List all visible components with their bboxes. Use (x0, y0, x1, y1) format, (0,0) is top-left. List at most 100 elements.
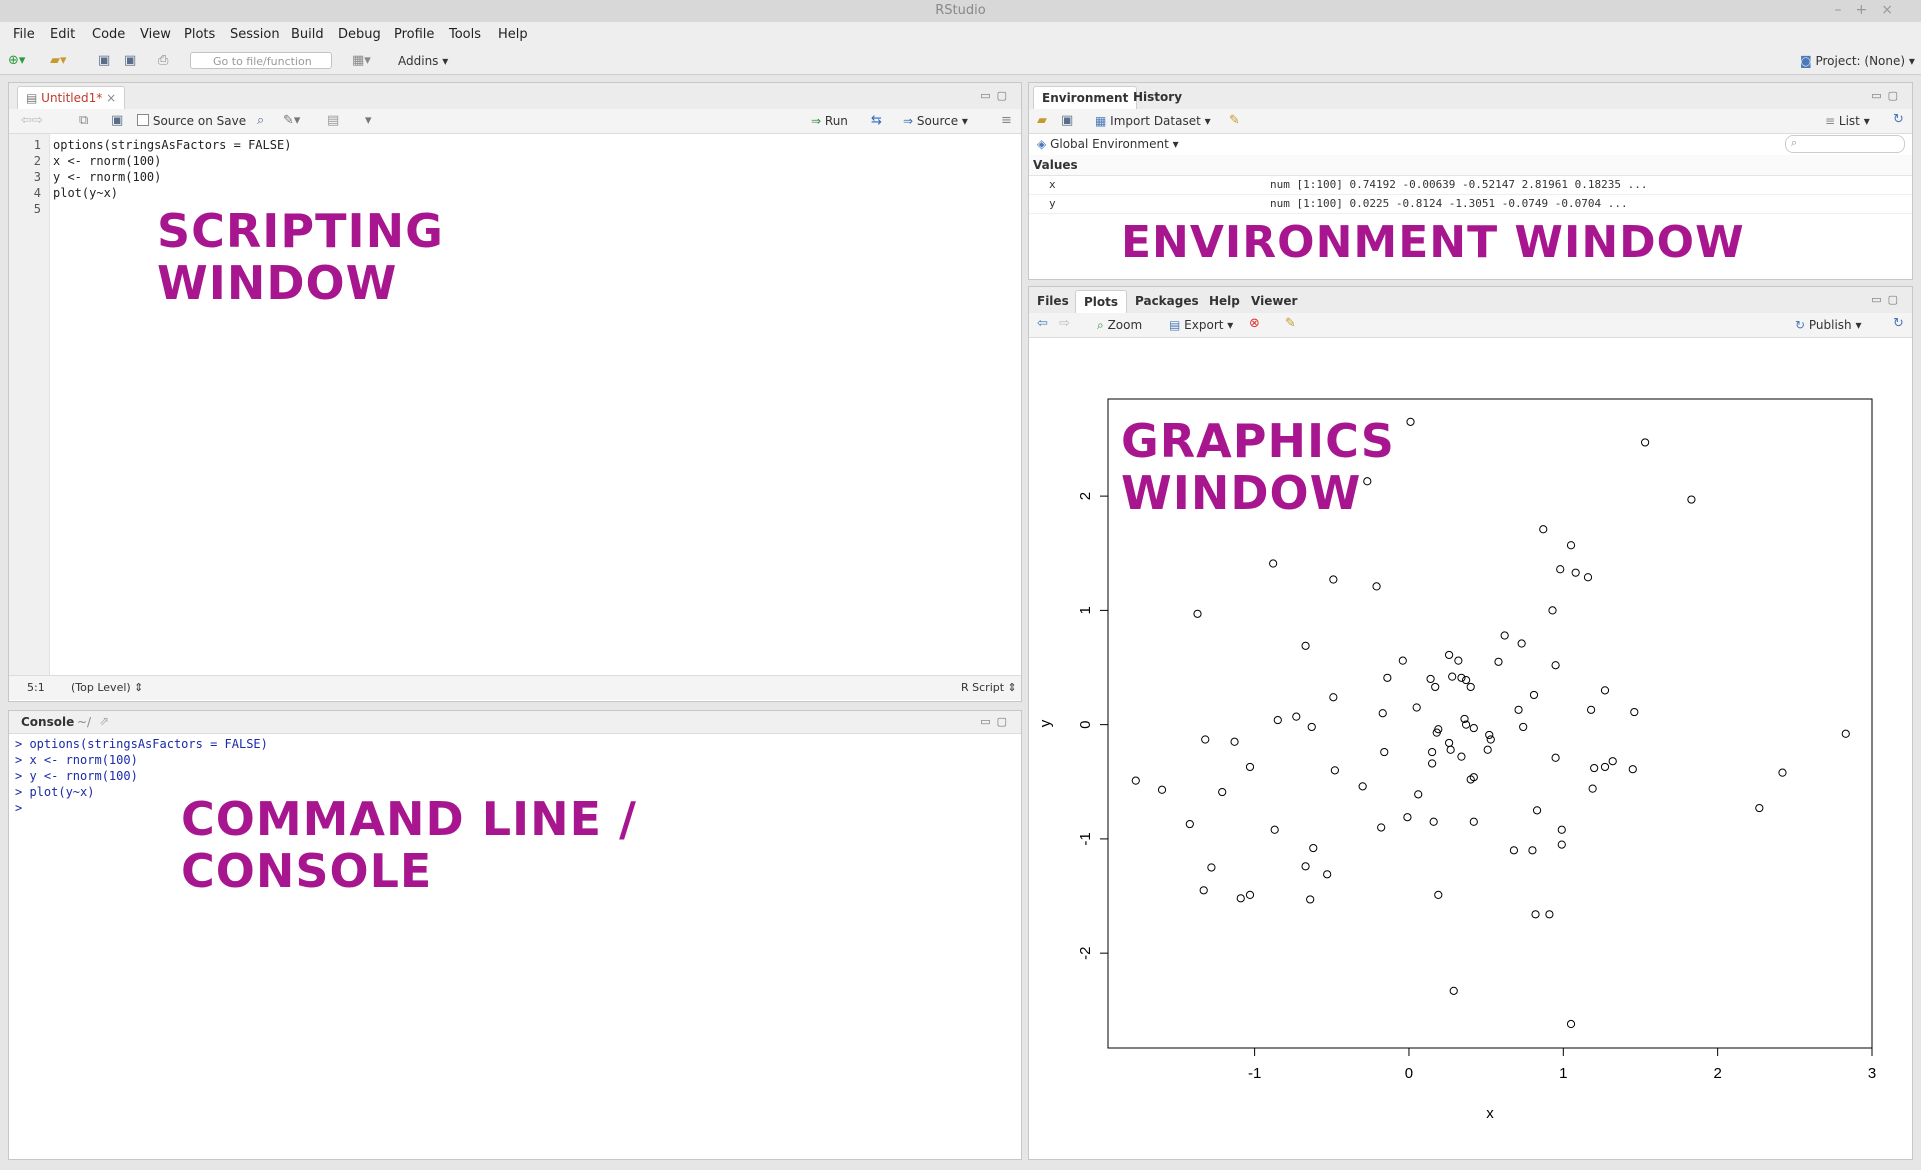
data-point (1571, 568, 1580, 577)
code-editor[interactable]: options(stringsAsFactors = FALSE) x <- r… (9, 134, 1021, 675)
y-tick-label: 0 (1077, 720, 1094, 728)
pane-minmax-controls[interactable]: ▭▢ (1871, 89, 1904, 102)
refresh-icon[interactable]: ↻ (1893, 112, 1904, 127)
menu-tools[interactable]: Tools (449, 27, 482, 42)
publish-button[interactable]: ↻ Publish ▾ (1795, 318, 1862, 332)
rerun-icon[interactable]: ⇆ (871, 113, 882, 128)
list-view-selector[interactable]: ≡ List ▾ (1825, 114, 1870, 128)
chevron-down-icon[interactable]: ▾ (365, 113, 372, 128)
data-point (1485, 730, 1494, 740)
file-type-selector[interactable]: R Script ⇕ (961, 681, 1017, 694)
data-point (1449, 986, 1458, 995)
menu-view[interactable]: View (140, 27, 171, 42)
tab-packages[interactable]: Packages (1135, 294, 1199, 308)
menu-file[interactable]: File (13, 27, 35, 42)
run-button[interactable]: ⇒ Run (811, 114, 848, 128)
env-row[interactable]: x num [1:100] 0.74192 -0.00639 -0.52147 … (1029, 175, 1912, 195)
next-plot-icon[interactable]: ⇨ (1059, 316, 1070, 331)
zoom-icon: ⌕ (1097, 318, 1104, 332)
source-button[interactable]: ⇒ Source ▾ (903, 114, 968, 128)
search-icon[interactable]: ⌕ (257, 113, 265, 128)
menu-plots[interactable]: Plots (184, 27, 216, 42)
env-var-value: num [1:100] 0.0225 -0.8124 -1.3051 -0.07… (1270, 197, 1628, 210)
console-path[interactable]: ~/ (77, 715, 92, 729)
source-arrow-icon: ⇒ (903, 114, 914, 128)
close-icon[interactable]: × (106, 91, 117, 105)
tab-plots[interactable]: Plots (1075, 290, 1128, 313)
data-point (1586, 705, 1596, 714)
broom-icon[interactable]: ✎ (1229, 113, 1240, 128)
import-dataset-button[interactable]: ▦ Import Dataset ▾ (1095, 114, 1211, 128)
data-point (1529, 690, 1539, 700)
data-point (1528, 846, 1537, 855)
global-environment-selector[interactable]: ◈ Global Environment ▾ (1037, 137, 1179, 151)
data-point (1406, 417, 1415, 426)
menu-edit[interactable]: Edit (50, 27, 76, 42)
data-point (1414, 790, 1423, 799)
zoom-button[interactable]: ⌕ Zoom (1097, 318, 1143, 332)
show-in-window-icon[interactable]: ⧉ (79, 113, 89, 128)
magic-wand-icon[interactable]: ✎▾ (283, 113, 301, 128)
menu-code[interactable]: Code (92, 27, 126, 42)
menu-help[interactable]: Help (498, 27, 528, 42)
console-prompt[interactable]: > (15, 801, 30, 815)
env-var-value: num [1:100] 0.74192 -0.00639 -0.52147 2.… (1270, 178, 1648, 191)
menu-profile[interactable]: Profile (394, 27, 435, 42)
env-row[interactable]: y num [1:100] 0.0225 -0.8124 -1.3051 -0.… (1029, 194, 1912, 214)
data-point (1551, 661, 1560, 670)
source-on-save-checkbox[interactable]: Source on Save (137, 114, 246, 128)
line-number: 2 (33, 154, 41, 168)
tab-history[interactable]: History (1133, 90, 1183, 104)
addins-menu[interactable]: Addins ▾ (398, 54, 449, 68)
save-icon[interactable]: ▣ (111, 113, 124, 128)
environment-search-input[interactable]: ⌕ (1785, 135, 1905, 153)
values-section-header: Values (1029, 155, 1912, 176)
back-arrow-icon[interactable]: ⇦⇨ (21, 113, 43, 128)
window-controls[interactable]: –+× (1834, 2, 1907, 18)
tab-viewer[interactable]: Viewer (1251, 294, 1298, 308)
print-icon[interactable]: ⎙ (158, 53, 169, 68)
grid-layout-icon[interactable]: ▦▾ (352, 53, 371, 68)
tab-help[interactable]: Help (1209, 294, 1240, 308)
menu-session[interactable]: Session (230, 27, 280, 42)
line-number: 1 (33, 138, 41, 152)
compile-report-icon[interactable]: ▤ (327, 113, 340, 128)
data-point (1466, 775, 1475, 784)
pane-minmax-controls[interactable]: ▭▢ (980, 715, 1013, 728)
pane-minmax-controls[interactable]: ▭▢ (1871, 293, 1904, 306)
tab-untitled1[interactable]: ▤ Untitled1* × (17, 86, 126, 109)
previous-plot-icon[interactable]: ⇦ (1037, 316, 1048, 331)
data-point (1363, 477, 1372, 486)
data-point (1330, 766, 1339, 775)
code-line[interactable]: options(stringsAsFactors = FALSE) (53, 138, 292, 152)
code-line[interactable]: plot(y~x) (53, 186, 119, 200)
data-point (1245, 762, 1255, 772)
main-toolbar: ⊕▾ ▰▾ ▣ ▣ ⎙ Go to file/function ▦▾ Addin… (0, 48, 1921, 75)
save-icon[interactable]: ▣ (98, 53, 111, 68)
broom-icon[interactable]: ✎ (1285, 316, 1296, 331)
goto-file-input[interactable]: Go to file/function (190, 52, 332, 69)
save-all-icon[interactable]: ▣ (124, 53, 137, 68)
menu-debug[interactable]: Debug (338, 27, 381, 42)
new-file-icon[interactable]: ⊕▾ (8, 53, 26, 68)
outline-icon[interactable]: ≡ (1001, 113, 1012, 128)
scope-selector[interactable]: (Top Level) ⇕ (71, 681, 144, 694)
data-point (1412, 703, 1421, 712)
menu-build[interactable]: Build (291, 27, 324, 42)
console-output[interactable]: > options(stringsAsFactors = FALSE) > x … (9, 733, 1021, 1159)
project-menu[interactable]: ◙ Project: (None) ▾ (1800, 54, 1915, 68)
load-workspace-icon[interactable]: ▰ (1037, 113, 1047, 128)
export-button[interactable]: ▤ Export ▾ (1169, 318, 1234, 332)
tab-files[interactable]: Files (1037, 294, 1069, 308)
code-line[interactable]: x <- rnorm(100) (53, 154, 162, 168)
goto-dir-icon[interactable]: ⇗ (99, 714, 110, 728)
remove-plot-icon[interactable]: ⊗ (1249, 316, 1260, 331)
open-folder-icon[interactable]: ▰▾ (50, 53, 67, 68)
code-line[interactable]: y <- rnorm(100) (53, 170, 162, 184)
data-point (1301, 862, 1310, 871)
refresh-icon[interactable]: ↻ (1893, 316, 1904, 331)
pane-minmax-controls[interactable]: ▭▢ (980, 89, 1013, 102)
tab-environment[interactable]: Environment (1033, 86, 1138, 109)
save-workspace-icon[interactable]: ▣ (1061, 113, 1074, 128)
window-title: RStudio (935, 3, 986, 18)
